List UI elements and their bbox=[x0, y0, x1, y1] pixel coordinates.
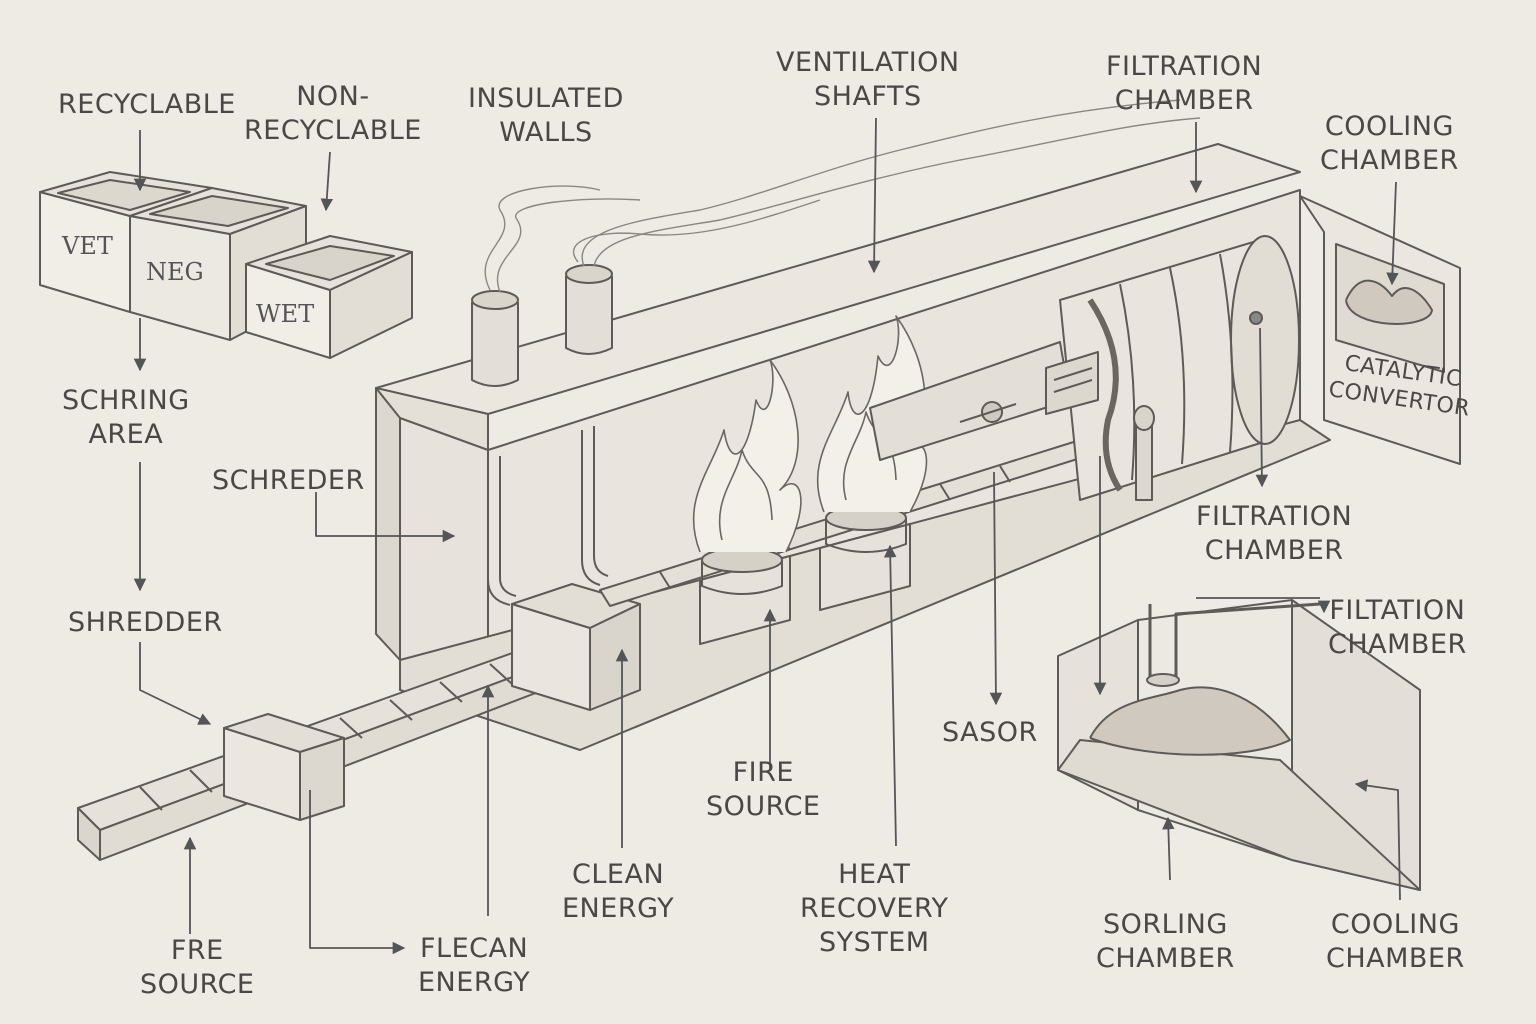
label-cooling-chamber-bottom: COOLINGCHAMBER bbox=[1326, 908, 1465, 976]
label-schring-area: SCHRINGAREA bbox=[62, 384, 190, 452]
label-non-recyclable: NON-RECYCLABLE bbox=[244, 80, 422, 148]
label-insulated-walls: INSULATEDWALLS bbox=[468, 82, 624, 150]
label-shredder: SHREDDER bbox=[68, 606, 223, 640]
label-fre-source: FRESOURCE bbox=[140, 934, 254, 1002]
bin-label-wet: WET bbox=[256, 300, 314, 328]
label-filtration-chamber-mid: FILTRATIONCHAMBER bbox=[1196, 500, 1352, 568]
catalytic-panel bbox=[1300, 196, 1460, 464]
label-filtation-chamber: FILTATIONCHAMBER bbox=[1328, 594, 1467, 662]
label-sorling-chamber: SORLINGCHAMBER bbox=[1096, 908, 1235, 976]
label-filtration-chamber-top: FILTRATIONCHAMBER bbox=[1106, 50, 1262, 118]
label-cooling-chamber-top: COOLINGCHAMBER bbox=[1320, 110, 1459, 178]
label-schreder: SCHREDER bbox=[212, 464, 365, 498]
bin-label-neg: NEG bbox=[146, 258, 204, 286]
label-sasor: SASOR bbox=[942, 716, 1038, 750]
label-fire-source-center: FIRESOURCE bbox=[706, 756, 820, 824]
label-clean-energy: CLEANENERGY bbox=[562, 858, 674, 926]
label-recyclable: RECYCLABLE bbox=[58, 88, 236, 122]
label-heat-recovery-system: HEATRECOVERYSYSTEM bbox=[800, 858, 949, 960]
label-flecan-energy: FLECANENERGY bbox=[418, 932, 530, 1000]
label-ventilation-shafts: VENTILATIONSHAFTS bbox=[776, 46, 960, 114]
bin-label-vet: VET bbox=[62, 232, 113, 260]
waste-bins bbox=[40, 172, 412, 358]
